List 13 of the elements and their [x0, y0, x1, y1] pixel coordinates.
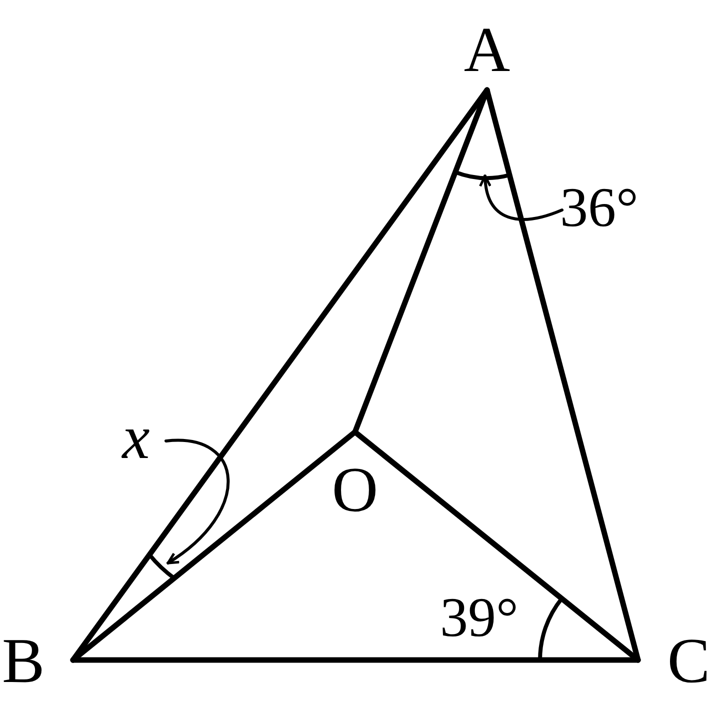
angle-label: 39°: [440, 590, 518, 646]
angle-arc: [454, 170, 510, 180]
leader-arrow: [164, 439, 230, 564]
vertex-label: B: [2, 624, 73, 698]
angle-variable: x: [108, 410, 164, 466]
triangle-side: [70, 657, 641, 663]
vertex-label: A: [455, 18, 519, 92]
angle-arc: [148, 554, 176, 580]
vertex-label: O: [323, 432, 387, 522]
triangle-side: [352, 429, 641, 663]
leader-arrow: [480, 174, 564, 221]
angle-label: 36°: [560, 178, 670, 238]
vertex-label: C: [638, 624, 710, 698]
